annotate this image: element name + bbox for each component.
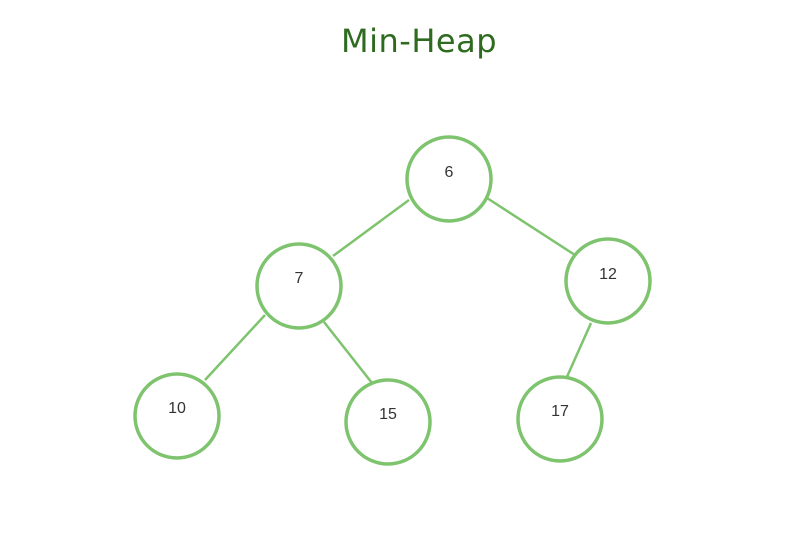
- node-label: 6: [445, 164, 454, 181]
- heap-node-17: 17: [516, 375, 604, 463]
- node-label: 15: [379, 406, 397, 423]
- node-label: 17: [551, 403, 569, 420]
- heap-node-10: 10: [133, 372, 221, 460]
- heap-node-15: 15: [344, 378, 432, 466]
- edge-6-7: [332, 198, 410, 258]
- edge-7-10: [204, 314, 266, 381]
- node-label: 7: [295, 270, 304, 287]
- heap-node-6: 6: [405, 135, 493, 223]
- edge-7-15: [323, 321, 373, 384]
- edge-12-17: [564, 322, 593, 380]
- node-label: 12: [599, 266, 617, 283]
- node-label: 10: [168, 400, 186, 417]
- heap-node-12: 12: [564, 237, 652, 325]
- edge-6-12: [486, 196, 576, 257]
- heap-node-7: 7: [255, 242, 343, 330]
- diagram-title: Min-Heap: [341, 22, 497, 60]
